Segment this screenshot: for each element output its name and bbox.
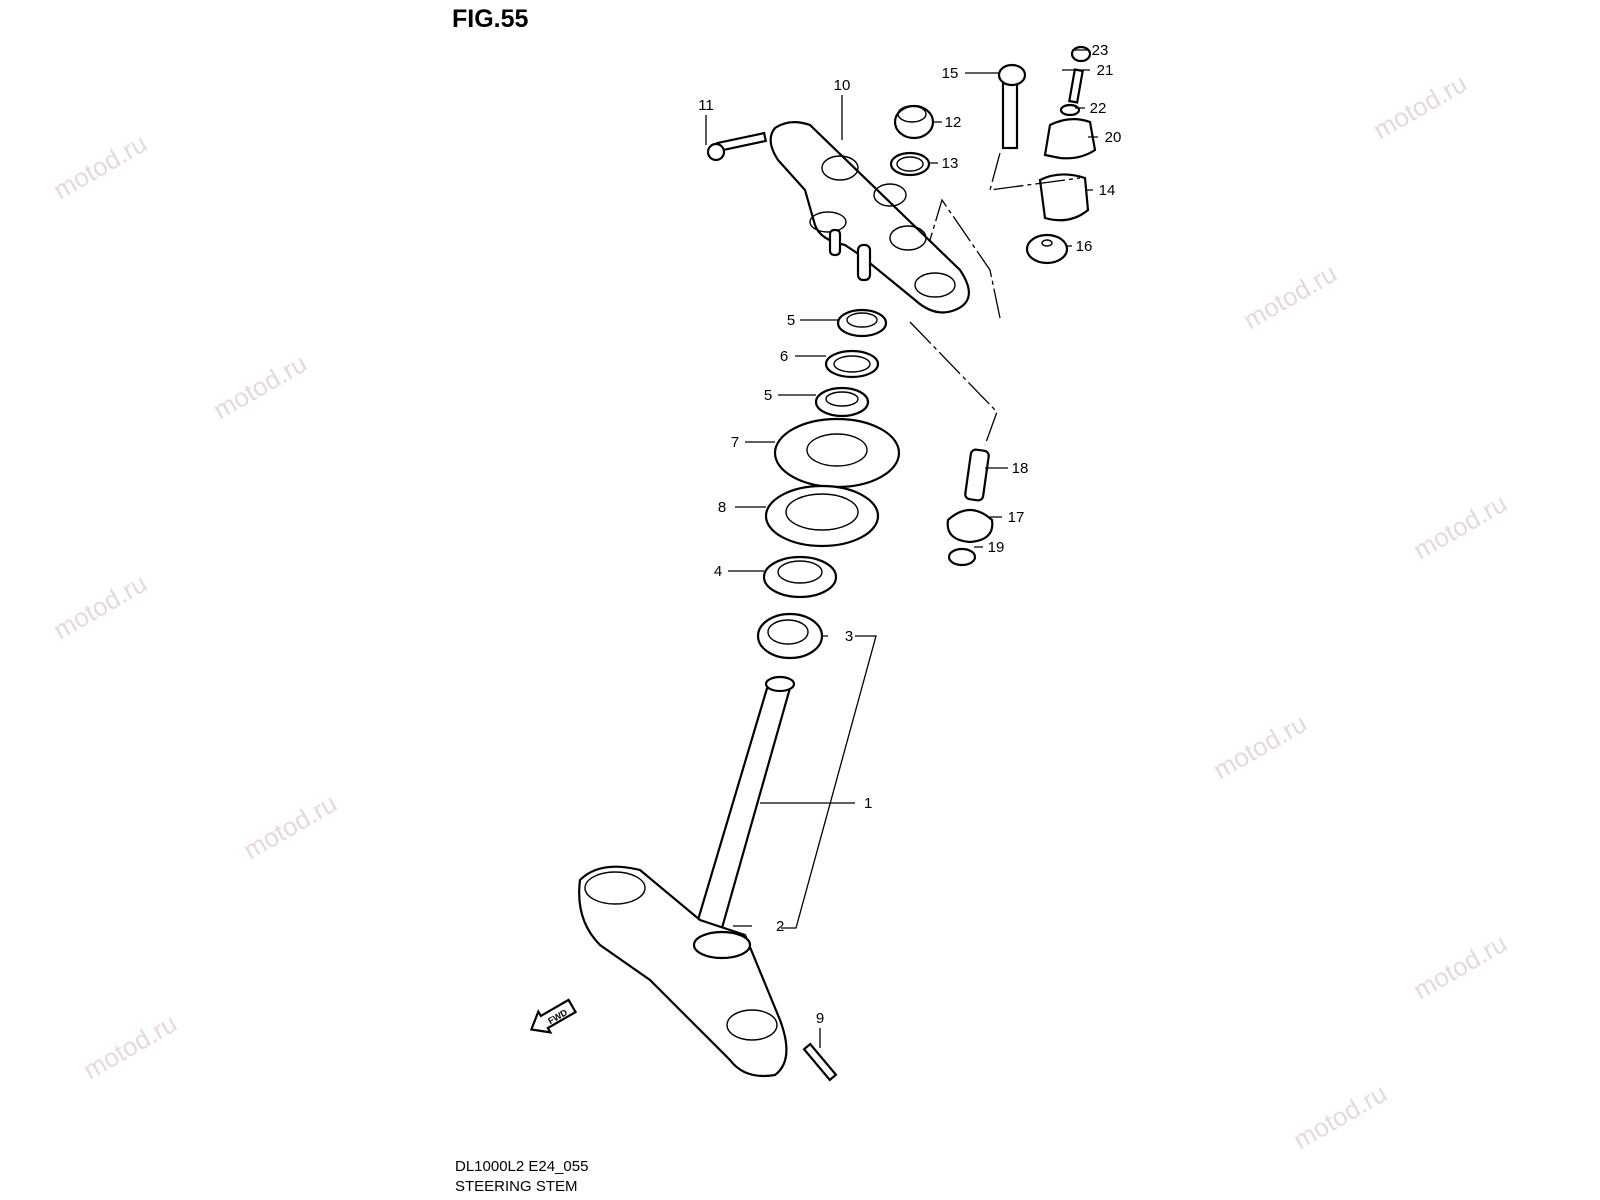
callout-23: 23 [1092,42,1109,59]
callout-11: 11 [698,97,714,114]
callout-13: 13 [942,155,959,172]
cap-23 [1070,45,1092,63]
washer-22 [1059,103,1081,117]
dust-seal-7 [773,417,901,489]
steering-stem [693,675,796,937]
callout-4: 4 [714,563,722,580]
callout-1: 1 [864,795,872,812]
callout-17: 17 [1008,509,1025,526]
figure-title: FIG.55 [452,5,529,33]
washer-6 [824,349,880,379]
lower-bracket [578,865,788,1078]
callout-5a: 5 [787,312,795,329]
callout-8: 8 [718,499,726,516]
callout-20: 20 [1105,129,1122,146]
callout-7: 7 [731,434,739,451]
cushion-16 [1025,233,1069,265]
callout-14: 14 [1099,182,1116,199]
callout-18: 18 [1012,460,1029,477]
holder-lower-14 [1038,173,1090,222]
holder-upper-20 [1043,118,1097,160]
bolt-11 [706,131,768,162]
nut-5-upper [836,308,888,338]
leader-lines [705,49,1098,1048]
spacer-18 [964,448,990,502]
bolt-15 [997,63,1027,150]
callout-6: 6 [780,348,788,365]
nut-19 [947,547,977,567]
bolt-21 [1068,68,1084,104]
callout-3: 3 [845,628,853,645]
race-8 [764,484,880,548]
callout-15: 15 [942,65,959,82]
callout-2: 2 [776,918,784,935]
figure-code: DL1000L2 E24_055 [455,1158,589,1175]
callout-labels: 1 2 3 4 5 5 6 7 8 9 10 11 12 13 14 15 16… [698,42,1121,1027]
callout-12: 12 [945,114,962,131]
bearing-4 [762,555,838,599]
callout-19: 19 [988,539,1005,556]
callout-10: 10 [834,77,851,94]
fwd-arrow-icon: FWD [529,998,578,1034]
figure-name: STEERING STEM [455,1178,578,1195]
callout-16: 16 [1076,238,1093,255]
callout-5b: 5 [764,387,772,404]
upper-bracket [769,121,970,314]
nut-17 [946,508,994,544]
callout-22: 22 [1090,100,1107,117]
callout-21: 21 [1097,62,1114,79]
bolt-9 [802,1042,838,1082]
callout-9: 9 [816,1010,824,1027]
